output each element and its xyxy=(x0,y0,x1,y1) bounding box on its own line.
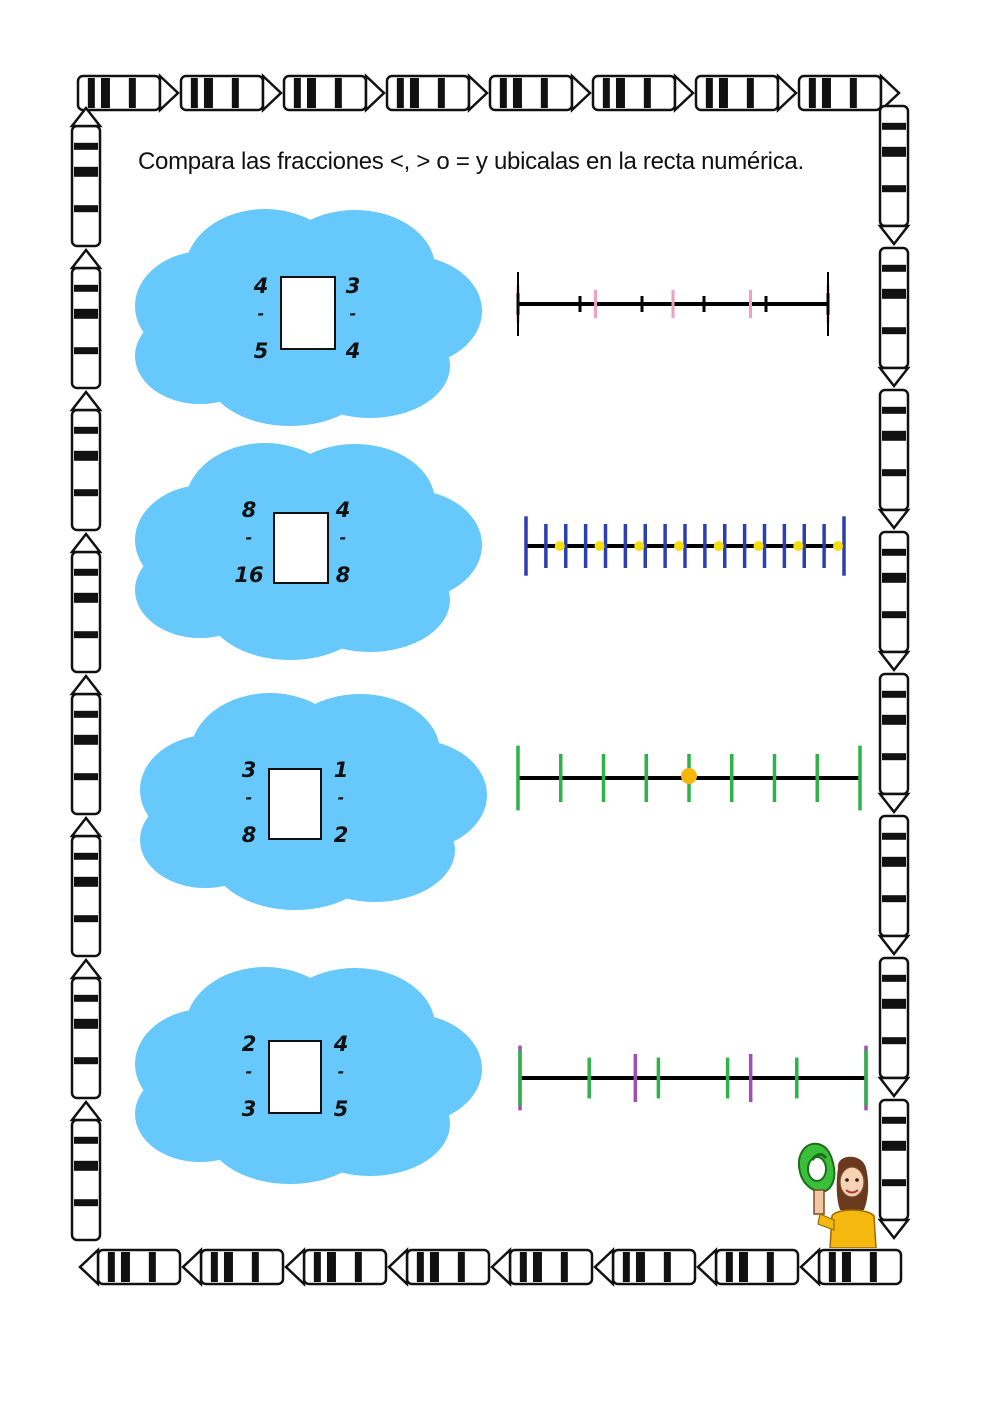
crayon xyxy=(69,815,103,958)
crayon xyxy=(69,673,103,816)
fraction-left-3: 3 - 8 xyxy=(234,760,264,846)
fraction-bar: - xyxy=(339,528,347,547)
numerator: 3 xyxy=(241,758,257,782)
denominator: 5 xyxy=(253,339,269,363)
crayon xyxy=(76,73,180,113)
crayon xyxy=(877,530,911,673)
denominator: 8 xyxy=(241,823,257,847)
answer-box-1[interactable] xyxy=(280,276,336,350)
fraction-right-3: 1 - 2 xyxy=(326,760,356,846)
fraction-right-2: 4 - 8 xyxy=(328,500,358,586)
crayon xyxy=(488,73,592,113)
number-line-dot xyxy=(674,541,684,551)
number-line-dot xyxy=(833,541,843,551)
crayon xyxy=(69,247,103,390)
fraction-bar: - xyxy=(257,304,265,323)
instruction-text: Compara las fracciones <, > o = y ubical… xyxy=(138,148,804,175)
crayon xyxy=(797,73,901,113)
number-line-3 xyxy=(516,745,862,811)
numerator: 4 xyxy=(333,1032,349,1056)
number-line-dot xyxy=(554,541,565,551)
denominator: 5 xyxy=(333,1097,349,1121)
crayon xyxy=(181,1247,285,1287)
fraction-bar: - xyxy=(245,1062,253,1081)
crayon xyxy=(69,389,103,532)
answer-box-2[interactable] xyxy=(273,512,329,584)
fraction-right-1: 3 - 4 xyxy=(338,276,368,362)
crayon xyxy=(877,672,911,815)
crayon xyxy=(593,1247,697,1287)
numerator: 1 xyxy=(333,758,349,782)
answer-box-3[interactable] xyxy=(268,768,322,840)
crayon xyxy=(69,105,103,248)
denominator: 2 xyxy=(333,823,349,847)
crayon xyxy=(799,1247,903,1287)
cloud-3 xyxy=(140,693,487,910)
fraction-bar: - xyxy=(349,304,357,323)
crayon xyxy=(490,1247,594,1287)
number-line-1 xyxy=(516,272,830,336)
answer-box-4[interactable] xyxy=(268,1040,322,1114)
crayon xyxy=(877,1098,911,1241)
number-line-dot xyxy=(594,541,605,551)
numerator: 2 xyxy=(241,1032,257,1056)
fraction-left-4: 2 - 3 xyxy=(234,1034,264,1120)
number-line-dot xyxy=(634,541,645,551)
crayon xyxy=(387,1247,491,1287)
numerator: 4 xyxy=(253,274,269,298)
crayon xyxy=(179,73,283,113)
crayon xyxy=(694,73,798,113)
number-line-dot xyxy=(753,541,764,551)
crayon xyxy=(591,73,695,113)
crayon xyxy=(69,531,103,674)
number-line-dot xyxy=(793,541,804,551)
number-line-4 xyxy=(518,1045,868,1111)
fraction-right-4: 4 - 5 xyxy=(326,1034,356,1120)
crayon xyxy=(282,73,386,113)
crayon xyxy=(877,104,911,247)
fraction-bar: - xyxy=(245,528,253,547)
girl-sticker-icon xyxy=(798,1142,877,1248)
crayon xyxy=(877,388,911,531)
fraction-bar: - xyxy=(245,788,253,807)
crayon xyxy=(385,73,489,113)
numerator: 3 xyxy=(345,274,361,298)
crayon xyxy=(877,956,911,1099)
denominator: 4 xyxy=(345,339,361,363)
numerator: 8 xyxy=(241,498,257,522)
denominator: 3 xyxy=(241,1097,257,1121)
crayon xyxy=(877,814,911,957)
crayon xyxy=(69,1099,103,1242)
fraction-bar: - xyxy=(337,1062,345,1081)
denominator: 8 xyxy=(335,563,351,587)
cloud-2 xyxy=(135,443,482,660)
crayon xyxy=(696,1247,800,1287)
crayon xyxy=(69,957,103,1100)
crayon xyxy=(284,1247,388,1287)
fraction-left-1: 4 - 5 xyxy=(246,276,276,362)
numerator: 4 xyxy=(335,498,351,522)
denominator: 16 xyxy=(234,563,264,587)
crayon xyxy=(877,246,911,389)
number-line-2 xyxy=(524,516,846,576)
number-line-dot xyxy=(681,768,697,784)
fraction-left-2: 8 - 16 xyxy=(234,500,264,586)
fraction-bar: - xyxy=(337,788,345,807)
number-line-dot xyxy=(713,541,724,551)
crayon xyxy=(78,1247,182,1287)
